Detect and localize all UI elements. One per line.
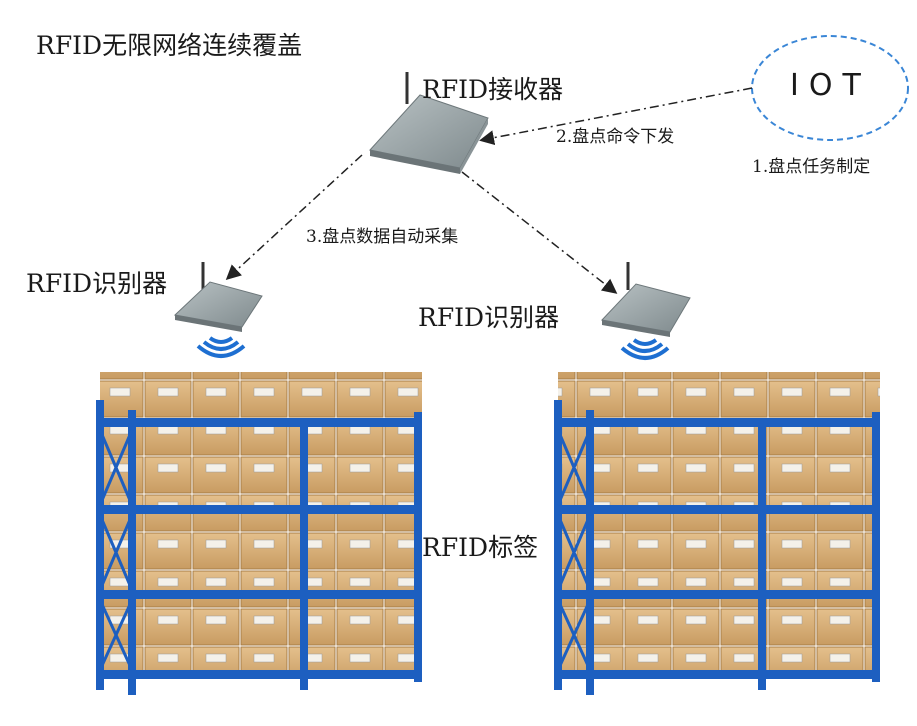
step-3-label: 3.盘点数据自动采集 [306, 227, 459, 247]
arrow-receiver-to-left-reader [225, 154, 363, 281]
diagram-title: RFID无限网络连续覆盖 [36, 31, 303, 60]
tag-label: RFID标签 [422, 528, 539, 564]
arrow-iot-to-receiver [479, 87, 753, 146]
signal-waves-left-icon [196, 336, 246, 358]
arrow-receiver-to-right-reader [461, 171, 618, 294]
rfid-reader-left-device [173, 262, 263, 332]
reader-left-label: RFID识别器 [26, 269, 168, 298]
signal-waves-right-icon [620, 338, 670, 360]
receiver-label: RFID接收器 [422, 75, 564, 104]
reader-right-label: RFID识别器 [418, 303, 560, 332]
step-1-label: 1.盘点任务制定 [752, 157, 871, 177]
rfid-reader-right-device [600, 262, 691, 337]
rfid-receiver-device [369, 72, 489, 174]
iot-label: IOT [790, 68, 871, 103]
step-2-label: 2.盘点命令下发 [556, 127, 675, 147]
storage-rack-left [96, 372, 422, 695]
storage-rack-right [554, 372, 880, 695]
